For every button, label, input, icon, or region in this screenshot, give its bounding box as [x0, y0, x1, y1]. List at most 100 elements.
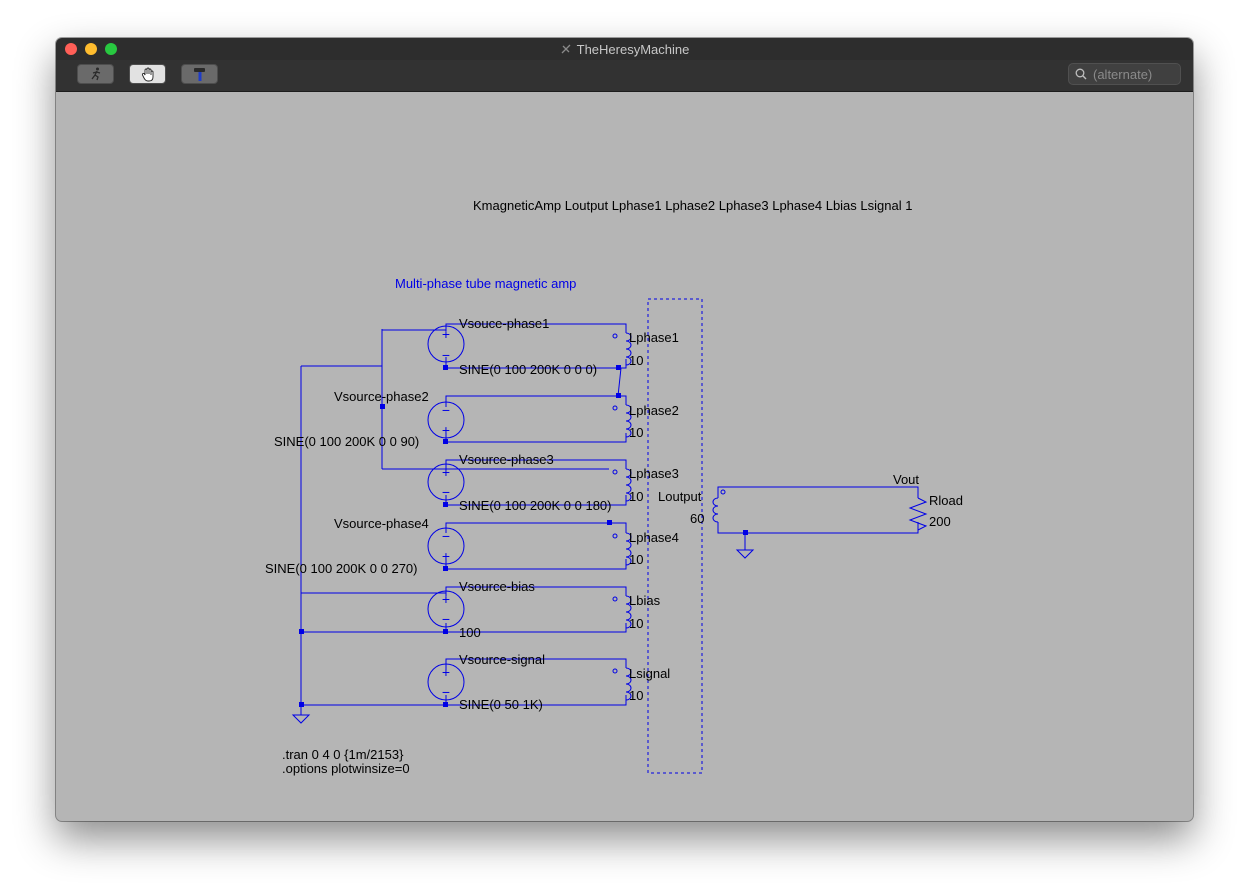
- wire: [445, 459, 627, 470]
- inductor-coil-icon: [625, 468, 632, 502]
- svg-text:−: −: [442, 611, 450, 627]
- junction: [443, 365, 448, 370]
- polarity-dot: [720, 489, 726, 495]
- inductor-name[interactable]: Lphase2: [629, 403, 679, 418]
- polarity-dot: [612, 333, 618, 339]
- source-value[interactable]: SINE(0 100 200K 0 0 270): [265, 561, 418, 576]
- source-name[interactable]: Vsource-signal: [459, 652, 545, 667]
- run-button[interactable]: [77, 64, 114, 84]
- wire: [445, 559, 627, 570]
- run-icon: [90, 67, 100, 81]
- svg-text:−: −: [442, 484, 450, 500]
- svg-text:−: −: [442, 528, 450, 544]
- inductor-name[interactable]: Loutput: [658, 489, 702, 504]
- spice-directive[interactable]: .options plotwinsize=0: [282, 761, 410, 776]
- document-icon: [561, 44, 571, 54]
- svg-text:+: +: [442, 326, 450, 342]
- inductor-value[interactable]: 10: [629, 489, 644, 504]
- search-input[interactable]: [1093, 66, 1179, 82]
- source-name[interactable]: Vsource-phase2: [334, 389, 429, 404]
- resistor-name[interactable]: Rload: [929, 493, 963, 508]
- source-value[interactable]: SINE(0 100 200K 0 0 0): [459, 362, 598, 377]
- inductor-coil-icon: [625, 667, 632, 701]
- junction: [443, 502, 448, 507]
- source-name[interactable]: Vsource-bias: [459, 579, 535, 594]
- voltage-source-icon: [427, 401, 465, 439]
- hammer-icon: [193, 67, 205, 81]
- inductor-coil-icon: [712, 497, 719, 523]
- search-box[interactable]: [1068, 63, 1181, 85]
- inductor-value[interactable]: 10: [629, 688, 644, 703]
- junction: [607, 520, 612, 525]
- magnetic-core-box: [647, 298, 703, 774]
- svg-text:+: +: [442, 464, 450, 480]
- voltage-source-icon: [427, 463, 465, 501]
- junction: [443, 566, 448, 571]
- ground-icon: [735, 549, 755, 559]
- inductor-value[interactable]: 60: [690, 511, 705, 526]
- inductor-coil-icon: [625, 404, 632, 438]
- svg-text:+: +: [442, 591, 450, 607]
- inductor-name[interactable]: Lsignal: [629, 666, 671, 681]
- junction: [616, 393, 621, 398]
- inductor-name[interactable]: Lphase4: [629, 530, 679, 545]
- wire: [445, 522, 627, 533]
- polarity-dot: [612, 469, 618, 475]
- junction: [616, 365, 621, 370]
- k-directive[interactable]: KmagneticAmp Loutput Lphase1 Lphase2 Lph…: [473, 198, 913, 213]
- close-button[interactable]: [65, 43, 77, 55]
- junction: [380, 404, 385, 409]
- source-value[interactable]: SINE(0 100 200K 0 0 90): [274, 434, 420, 449]
- junction: [299, 702, 304, 707]
- resistor-icon: [908, 497, 928, 531]
- polarity-dot: [612, 668, 618, 674]
- spice-directive[interactable]: .tran 0 4 0 {1m/2153}: [282, 747, 404, 762]
- maximize-button[interactable]: [105, 43, 117, 55]
- inductor-name[interactable]: Lphase1: [629, 330, 679, 345]
- net-label[interactable]: Vout: [893, 472, 920, 487]
- inductor-name[interactable]: Lphase3: [629, 466, 679, 481]
- minimize-button[interactable]: [85, 43, 97, 55]
- inductor-name[interactable]: Lbias: [629, 593, 661, 608]
- inductor-value[interactable]: 10: [629, 552, 644, 567]
- wire: [445, 323, 627, 333]
- title-bar: TheHeresyMachine: [56, 38, 1193, 60]
- voltage-source-icon: [427, 325, 465, 363]
- source-value[interactable]: SINE(0 50 1K): [459, 697, 543, 712]
- hand-icon: [141, 67, 153, 81]
- wire: [617, 367, 622, 397]
- wire: [445, 433, 627, 443]
- pan-button[interactable]: [129, 64, 166, 84]
- app-window: TheHeresyMachine: [56, 38, 1193, 821]
- source-value[interactable]: 100: [459, 625, 481, 640]
- polarity-dot: [612, 596, 618, 602]
- source-name[interactable]: Vsouce-phase1: [459, 316, 550, 331]
- schematic-canvas[interactable]: +− −+ +− −+ +− +−: [56, 91, 1193, 821]
- inductor-coil-icon: [625, 532, 632, 566]
- svg-text:+: +: [442, 422, 450, 438]
- voltage-source-icon: [427, 527, 465, 565]
- resistor-value[interactable]: 200: [929, 514, 951, 529]
- junction: [443, 439, 448, 444]
- wire: [717, 486, 919, 498]
- source-name[interactable]: Vsource-phase3: [459, 452, 554, 467]
- source-name[interactable]: Vsource-phase4: [334, 516, 429, 531]
- voltage-source-icon: [427, 663, 465, 701]
- svg-text:−: −: [442, 684, 450, 700]
- inductor-value[interactable]: 10: [629, 353, 644, 368]
- junction: [443, 702, 448, 707]
- toolbar: [56, 60, 1193, 92]
- source-value[interactable]: SINE(0 100 200K 0 0 180): [459, 498, 612, 513]
- junction: [299, 629, 304, 634]
- inductor-value[interactable]: 10: [629, 425, 644, 440]
- junction: [443, 629, 448, 634]
- schematic-comment[interactable]: Multi-phase tube magnetic amp: [395, 276, 577, 291]
- polarity-dot: [612, 405, 618, 411]
- svg-text:+: +: [442, 664, 450, 680]
- hammer-button[interactable]: [181, 64, 218, 84]
- svg-text:−: −: [442, 402, 450, 418]
- schematic-drawing: +− −+ +− −+ +− +−: [291, 298, 928, 774]
- wire: [445, 395, 627, 407]
- inductor-value[interactable]: 10: [629, 616, 644, 631]
- svg-text:+: +: [442, 548, 450, 564]
